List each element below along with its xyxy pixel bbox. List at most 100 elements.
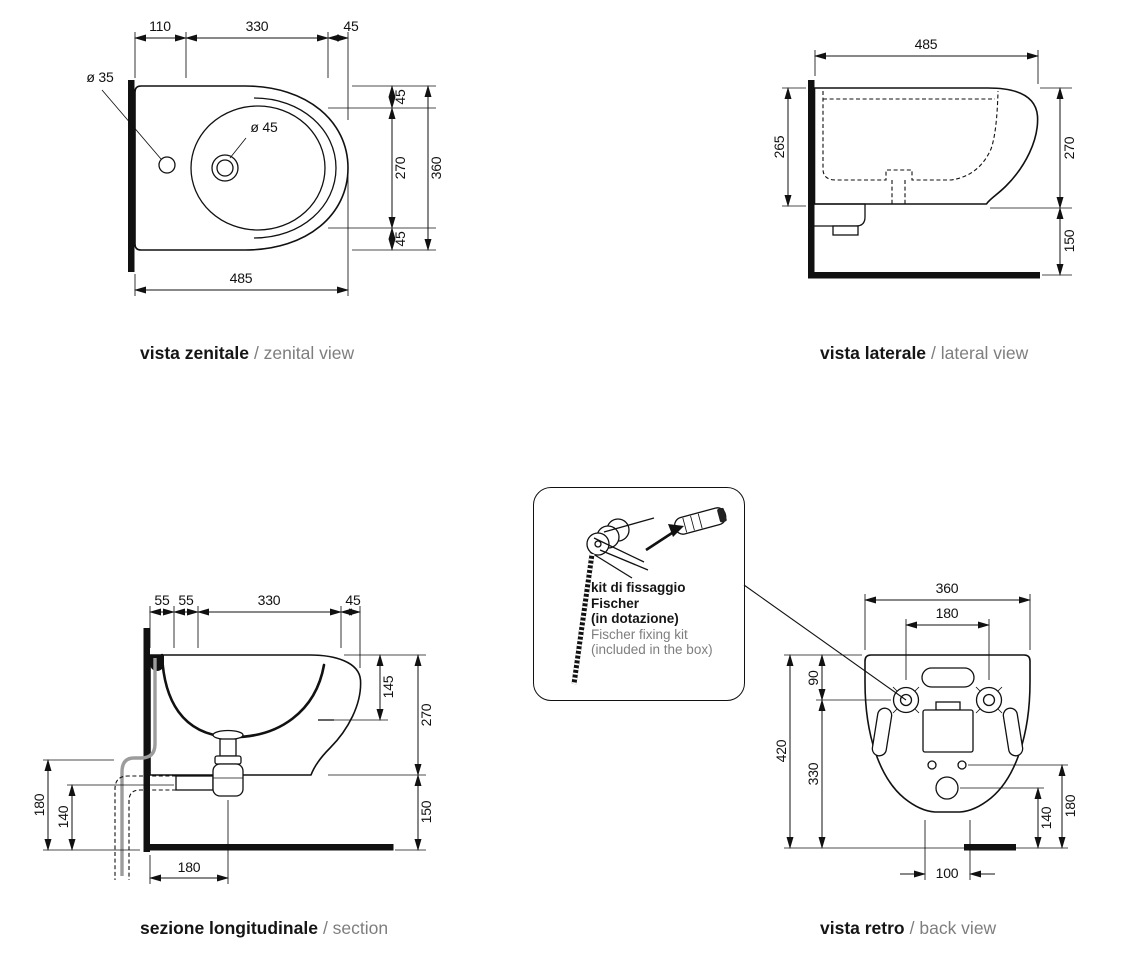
kit-label-line: (included in the box) <box>591 642 713 657</box>
bidet-profile <box>813 87 1039 205</box>
dim-label: 360 <box>936 580 959 596</box>
fixing-kit-label: kit di fissaggio Fischer (in dotazione) … <box>591 580 741 658</box>
dim-label: 150 <box>418 800 434 823</box>
lateral-left-dimension: 265 <box>771 87 806 207</box>
floor-line <box>808 272 1040 279</box>
back-fixture <box>864 654 1031 851</box>
dim-label: 270 <box>392 156 408 179</box>
dim-label: 270 <box>1061 136 1077 159</box>
dim-label: 180 <box>31 793 47 816</box>
dim-label: 485 <box>230 270 253 286</box>
side-slot-right <box>1002 707 1024 757</box>
dim-label: 140 <box>55 805 71 828</box>
section-top-dimensions: 55 55 330 45 <box>149 592 361 668</box>
supply-pipe <box>120 658 157 876</box>
section-bottom-dimension: 180 <box>149 800 229 884</box>
drain-pipe <box>219 738 237 757</box>
dim-label: 55 <box>178 592 194 608</box>
threaded-rod <box>571 553 595 685</box>
insert-arrow-icon <box>645 524 684 552</box>
dim-label: 140 <box>1038 806 1054 829</box>
fixing-hole-right <box>975 686 1003 714</box>
dim-label: 45 <box>392 231 408 247</box>
kit-label-line: Fischer <box>591 595 640 611</box>
small-hole-left <box>927 760 937 770</box>
floor-line <box>964 844 1016 851</box>
lateral-top-dimension: 485 <box>814 36 1039 84</box>
section-fixture <box>114 628 394 880</box>
lateral-view-drawing: 485 265 270 150 <box>771 36 1077 279</box>
dim-label: 100 <box>936 865 959 881</box>
dim-label: 145 <box>380 675 396 698</box>
small-hole-right <box>957 760 967 770</box>
lateral-right-dimensions: 270 150 <box>990 87 1077 276</box>
section-right-dimensions: 145 270 150 <box>328 654 434 851</box>
zenital-bottom-dimension: 485 <box>134 174 349 296</box>
trap-outlet <box>175 775 214 791</box>
floor-line <box>143 844 394 851</box>
bottle-trap <box>212 763 244 797</box>
mounting-bracket <box>814 203 866 227</box>
zenital-view-drawing: ø 35 ø 45 110 330 45 45 270 45 <box>86 18 444 296</box>
caption-back: vista retro/ back view <box>820 918 996 939</box>
dim-label-dia35: ø 35 <box>86 69 114 85</box>
back-right-dimensions: 140 180 <box>960 764 1078 849</box>
zenital-top-dimensions: 110 330 45 <box>134 18 359 120</box>
dim-label: 180 <box>1062 794 1078 817</box>
dim-label: 420 <box>773 739 789 762</box>
bracket-foot <box>832 225 859 236</box>
caption-subtitle: / lateral view <box>931 343 1029 363</box>
caption-subtitle: / section <box>322 918 389 938</box>
hidden-drain-pipe-inner <box>128 789 176 880</box>
tap-hole <box>158 156 176 174</box>
dim-label: 45 <box>345 592 361 608</box>
dim-label: 330 <box>246 18 269 34</box>
caption-title: vista retro <box>820 918 905 938</box>
dim-label: 55 <box>154 592 170 608</box>
caption-title: vista zenitale <box>140 343 249 363</box>
wall-line <box>808 80 815 278</box>
kit-label-line: Fischer fixing kit <box>591 626 688 642</box>
back-view-drawing: 360 180 420 90 330 140 180 <box>773 580 1078 881</box>
dim-label: 45 <box>343 18 359 34</box>
dim-label: 485 <box>915 36 938 52</box>
kit-label-line: kit di fissaggio <box>591 580 686 595</box>
section-left-dimensions: 180 140 <box>31 759 174 851</box>
dim-label: 110 <box>149 18 171 34</box>
dim-label: 90 <box>805 670 821 686</box>
leader-dia35 <box>101 89 162 160</box>
drain-outlet <box>935 776 959 800</box>
side-slot-left <box>871 707 893 757</box>
wall-line <box>143 628 150 852</box>
dim-label: 265 <box>771 135 787 158</box>
fixing-hole-left <box>892 686 920 714</box>
caption-title: sezione longitudinale <box>140 918 318 938</box>
dim-label: 330 <box>258 592 281 608</box>
trap-nut <box>214 755 242 765</box>
dim-label: 180 <box>178 859 201 875</box>
fixing-kit-illustration <box>571 507 727 685</box>
hidden-drain-line <box>891 180 906 204</box>
lateral-fixture <box>808 80 1040 279</box>
fixing-kit-callout: kit di fissaggio Fischer (in dotazione) … <box>533 487 745 701</box>
dim-label: 150 <box>1061 229 1077 252</box>
hidden-drain-pipe-outer <box>114 775 176 880</box>
wall-line <box>128 80 135 272</box>
caption-section: sezione longitudinale/ section <box>140 918 388 939</box>
drain-hole-inner <box>216 159 234 177</box>
central-cutout <box>922 709 974 753</box>
central-notch <box>935 701 961 711</box>
caption-subtitle: / back view <box>909 918 997 938</box>
zenital-right-dimensions: 45 270 45 360 <box>328 85 444 251</box>
rim-cut-fill <box>150 655 164 671</box>
bidet-section-profile <box>149 654 362 776</box>
zenital-fixture: ø 35 ø 45 <box>86 69 349 272</box>
dim-label: 360 <box>428 156 444 179</box>
bidet-inner-rim <box>253 97 337 239</box>
caption-zenital: vista zenitale/ zenital view <box>140 343 354 364</box>
dim-label-dia45: ø 45 <box>250 119 278 135</box>
back-bottom-dimension: 100 <box>900 820 995 881</box>
top-slot <box>921 667 975 688</box>
hidden-basin-line <box>822 90 999 181</box>
caption-subtitle: / zenital view <box>253 343 355 363</box>
